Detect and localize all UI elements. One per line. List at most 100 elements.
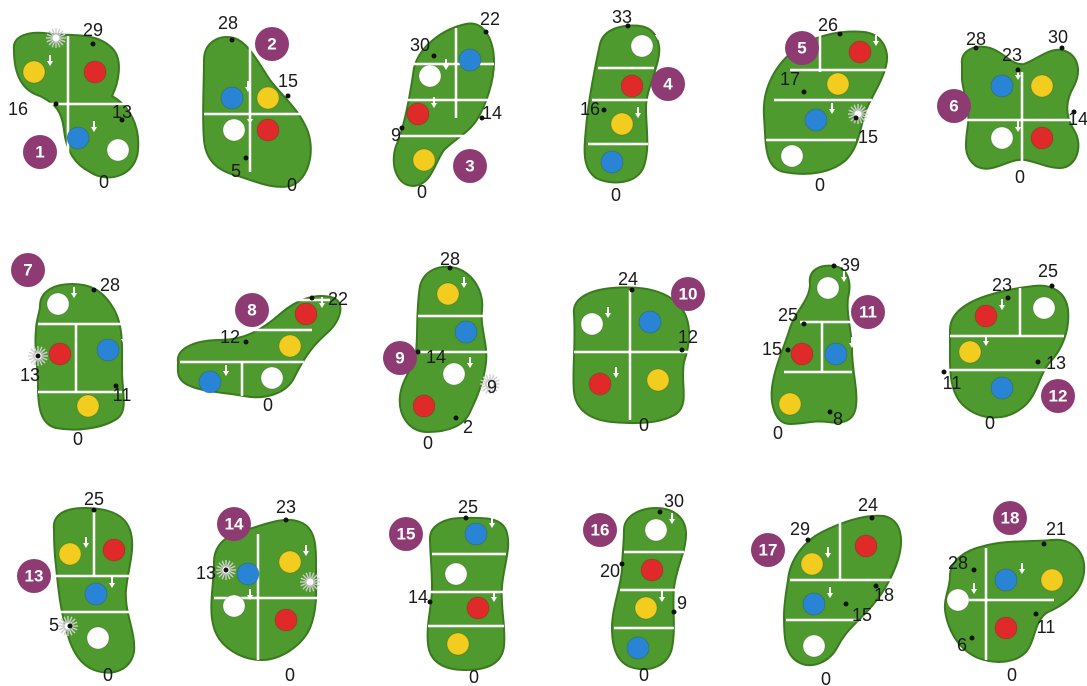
yardage-marker-dot: [1006, 296, 1011, 301]
yardage-marker-dot: [1016, 68, 1021, 73]
yardage-label: 28: [100, 275, 120, 295]
yardage-label: 14: [482, 103, 502, 123]
yardage-marker-dot: [870, 516, 875, 521]
pin-position-white: [443, 363, 465, 385]
yardage-label: 2: [463, 417, 473, 437]
yardage-label: 29: [790, 519, 810, 539]
yardage-marker-dot: [230, 38, 235, 43]
hole-number: 13: [25, 566, 44, 585]
green-hole-2: 2815502: [203, 13, 311, 195]
yardage-label: 0: [1007, 665, 1017, 685]
yardage-marker-dot: [484, 30, 489, 35]
green-hole-4: 331604: [580, 7, 685, 205]
yardage-label: 23: [276, 497, 296, 517]
pin-position-white: [223, 119, 245, 141]
pin-position-yellow: [279, 335, 301, 357]
yardage-label: 13: [1046, 353, 1066, 373]
pin-position-blue: [97, 339, 119, 361]
yardage-marker-dot: [1042, 542, 1047, 547]
green-hole-8: 221208: [178, 289, 348, 415]
pin-position-white: [947, 589, 969, 611]
pin-position-blue: [455, 321, 477, 343]
green-hole-1: 29161301: [8, 20, 138, 192]
pin-position-red: [49, 343, 71, 365]
yardage-marker-dot: [1050, 284, 1055, 289]
pin-position-blue: [639, 311, 661, 333]
pin-position-blue: [803, 593, 825, 615]
pin-position-blue: [805, 109, 827, 131]
pin-position-red: [1031, 127, 1053, 149]
yardage-label: 22: [328, 289, 348, 309]
yardage-marker-dot: [970, 636, 975, 641]
pin-position-yellow: [437, 283, 459, 305]
yardage-label: 28: [948, 553, 968, 573]
yardage-marker-dot: [428, 600, 433, 605]
yardage-marker-dot: [224, 568, 229, 573]
yardage-label: 0: [263, 395, 273, 415]
pin-position-yellow: [279, 551, 301, 573]
pin-position-red: [621, 75, 643, 97]
yardage-label: 13: [20, 365, 40, 385]
hole-number: 6: [949, 96, 958, 115]
pin-position-yellow: [779, 393, 801, 415]
yardage-label: 0: [639, 415, 649, 435]
yardage-marker-dot: [602, 108, 607, 113]
pin-position-red: [995, 617, 1017, 639]
pin-position-white: [803, 635, 825, 657]
yardage-label: 22: [480, 9, 500, 29]
green-hole-6: 2823301406: [937, 27, 1087, 187]
pin-position-yellow: [647, 369, 669, 391]
pin-position-blue: [85, 583, 107, 605]
yardage-marker-dot: [244, 340, 249, 345]
yardage-marker-dot: [284, 518, 289, 523]
yardage-marker-dot: [838, 32, 843, 37]
pin-position-blue: [627, 637, 649, 659]
yardage-marker-dot: [54, 102, 59, 107]
hole-badge: 13: [17, 559, 51, 593]
hole-number: 4: [663, 74, 673, 93]
yardage-label: 0: [639, 665, 649, 685]
hole-number: 17: [759, 540, 778, 559]
yardage-marker-dot: [832, 264, 837, 269]
hole-badge: 2: [255, 27, 289, 61]
green-surface: [962, 47, 1079, 169]
yardage-label: 0: [423, 433, 433, 453]
pin-position-yellow: [827, 73, 849, 95]
yardage-marker-dot: [786, 348, 791, 353]
hole-badge: 18: [993, 501, 1027, 535]
yardage-label: 11: [113, 385, 132, 405]
hole-number: 12: [1049, 386, 1068, 405]
yardage-marker-dot: [68, 624, 73, 629]
hole-number: 9: [395, 348, 404, 367]
yardage-marker-dot: [91, 42, 96, 47]
pin-position-yellow: [59, 543, 81, 565]
pin-position-white: [645, 519, 667, 541]
yardage-label: 25: [84, 489, 104, 509]
yardage-label: 0: [103, 665, 113, 685]
yardage-label: 12: [220, 327, 240, 347]
hole-badge: 16: [583, 513, 617, 547]
yardage-label: 14: [426, 347, 446, 367]
yardage-label: 0: [821, 669, 831, 686]
pin-position-red: [641, 559, 663, 581]
pin-position-white: [991, 127, 1013, 149]
yardage-label: 28: [440, 249, 460, 269]
pin-position-white: [47, 293, 69, 315]
yardage-label: 30: [1048, 27, 1068, 47]
pin-position-red: [84, 61, 106, 83]
hole-badge: 7: [11, 253, 45, 287]
yardage-marker-dot: [802, 90, 807, 95]
yardage-label: 8: [833, 409, 843, 429]
yardage-label: 0: [285, 665, 295, 685]
yardage-marker-dot: [454, 416, 459, 421]
pin-position-red: [275, 609, 297, 631]
yardage-marker-dot: [802, 322, 807, 327]
pin-position-blue: [459, 49, 481, 71]
yardage-label: 0: [985, 413, 995, 433]
yardage-label: 25: [778, 305, 798, 325]
yardage-label: 0: [611, 185, 621, 205]
hole-number: 2: [267, 34, 276, 53]
pin-position-red: [589, 373, 611, 395]
